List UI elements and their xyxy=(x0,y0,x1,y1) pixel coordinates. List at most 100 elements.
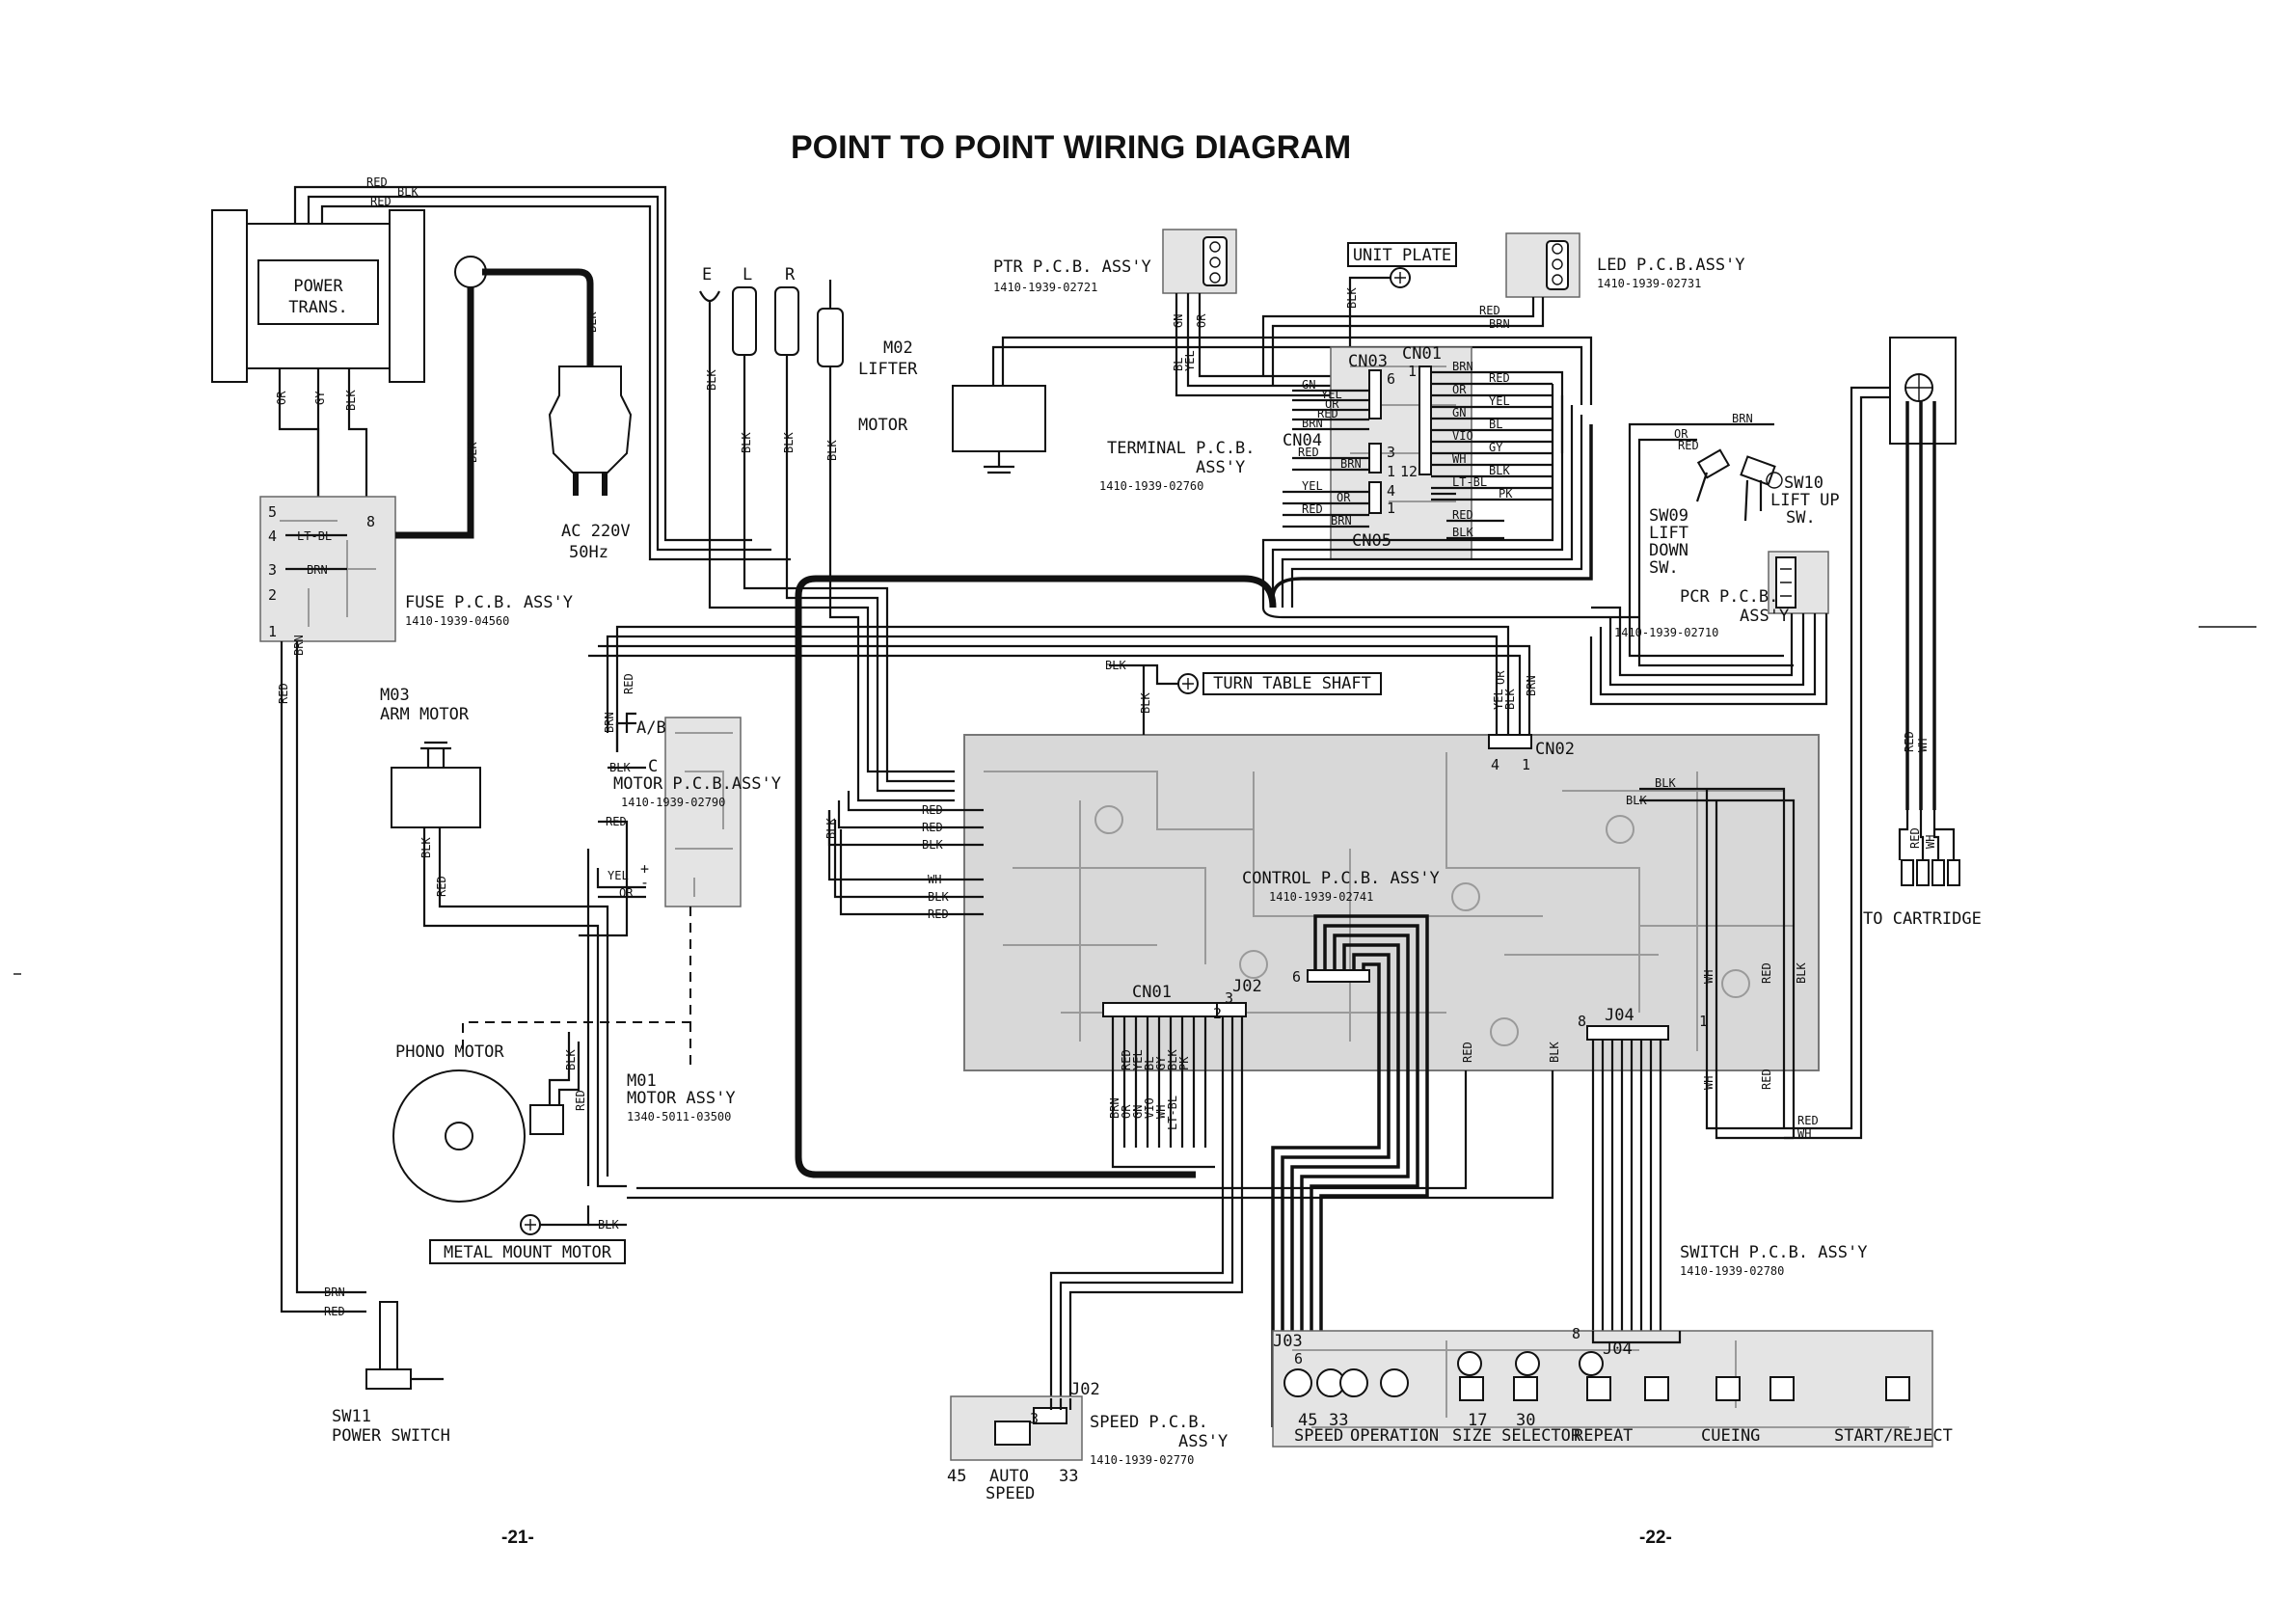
wire-blk-m03: BLK xyxy=(419,837,433,858)
speed-pcb: J02 3 SPEED P.C.B. ASS'Y 1410-1939-02770… xyxy=(947,1380,1228,1503)
wire-or-t: OR xyxy=(1325,397,1339,411)
wire-gn-ptr: GN xyxy=(1172,314,1185,328)
sw09-label-4: SW. xyxy=(1649,558,1679,578)
wire-blk-cn01: BLK xyxy=(1166,1049,1179,1070)
power-trans-label-2: TRANS. xyxy=(288,298,347,317)
switch-pcb-part: 1410-1939-02780 xyxy=(1680,1264,1784,1278)
wire-blk-shaft2: BLK xyxy=(1139,692,1152,714)
wire-red-cn04: RED xyxy=(1298,446,1319,459)
wire-or-mp: OR xyxy=(619,886,634,900)
wire-red-c6: RED xyxy=(928,907,949,921)
wire-or-ptr: OR xyxy=(1195,313,1208,328)
m01-part: 1340-5011-03500 xyxy=(627,1110,731,1123)
wire-red-1: RED xyxy=(366,176,388,189)
m01-motor: M01 MOTOR ASS'Y 1340-5011-03500 xyxy=(627,1071,736,1123)
wire-red-cart2: RED xyxy=(1908,827,1922,849)
wire-red-mp: RED xyxy=(622,673,635,694)
wire-vio-cn01: VIO xyxy=(1143,1097,1156,1119)
pcr-pcb: PCR P.C.B. ASS'Y 1410-1939-02710 xyxy=(1614,551,1829,639)
sw-size-selector: SIZE SELECTOR xyxy=(1452,1426,1581,1446)
wire-red-cn05r: RED xyxy=(1452,508,1473,522)
wire-brn-1: BRN xyxy=(307,563,328,577)
svg-text:4: 4 xyxy=(268,528,277,545)
wire-yel-mp: YEL xyxy=(608,869,629,882)
wire-yel-cn02: YEL xyxy=(1492,689,1505,710)
svg-text:8: 8 xyxy=(1578,1013,1586,1030)
motor-pcb: A/B C MOTOR P.C.B.ASS'Y 1410-1939-02790 … xyxy=(613,717,781,907)
svg-text:3: 3 xyxy=(1030,1410,1039,1427)
svg-text:1: 1 xyxy=(1699,1013,1708,1030)
wire-yel-cn01: YEL xyxy=(1131,1049,1145,1070)
wire-yel-r: YEL xyxy=(1489,394,1510,408)
cn01-term-label: CN01 xyxy=(1402,344,1442,364)
switch-pcb-label: SWITCH P.C.B. ASS'Y xyxy=(1680,1243,1867,1262)
sw-33: 33 xyxy=(1329,1411,1348,1430)
speed-33: 33 xyxy=(1059,1467,1078,1486)
speed-pcb-part: 1410-1939-02770 xyxy=(1090,1453,1194,1467)
svg-text:6: 6 xyxy=(1292,968,1301,986)
metal-mount-motor: METAL MOUNT MOTOR xyxy=(429,1205,626,1264)
sw10-label-2: LIFT UP xyxy=(1770,491,1840,510)
cn02-connector xyxy=(1488,734,1532,749)
wire-brn-t: BRN xyxy=(1302,417,1323,430)
wire-or: OR xyxy=(275,391,288,405)
wire-brn-sw11: BRN xyxy=(324,1286,345,1299)
lift-switches: SW09 LIFT DOWN SW. SW10 LIFT UP SW. xyxy=(1649,448,1840,578)
sw-cueing: CUEING xyxy=(1701,1426,1760,1446)
wire-ltbl-cn01: LT-BL xyxy=(1166,1096,1179,1130)
svg-text:1: 1 xyxy=(268,623,277,640)
wire-wh-cr: WH xyxy=(1702,970,1715,984)
control-pcb-part: 1410-1939-02741 xyxy=(1269,890,1373,904)
wire-red-cart3: RED xyxy=(1797,1114,1819,1127)
wire-wh-cn01: WH xyxy=(1154,1105,1168,1119)
wire-blk-unit: BLK xyxy=(1345,287,1359,309)
wire-bl-ptr: BL xyxy=(1172,358,1185,371)
wire-blk-r: BLK xyxy=(782,432,796,453)
wire-red-led: RED xyxy=(1479,304,1500,317)
j04-control-connector xyxy=(1586,1025,1669,1041)
j02-control-label: J02 xyxy=(1232,977,1262,996)
led-pcb-label: LED P.C.B.ASS'Y xyxy=(1597,256,1745,275)
sw09-label-3: DOWN xyxy=(1649,541,1688,560)
wire-blk-cr3: BLK xyxy=(1795,962,1808,984)
unit-plate-label: UNIT PLATE xyxy=(1353,246,1451,265)
speed-pcb-label-2: ASS'Y xyxy=(1178,1432,1228,1451)
page-number-left: -21- xyxy=(501,1528,534,1548)
wire-wh-c4: WH xyxy=(928,873,941,886)
wire-red-2: RED xyxy=(370,195,392,208)
wire-red-t: RED xyxy=(1317,407,1338,420)
svg-text:-: - xyxy=(640,874,649,891)
wire-blk-mm: BLK xyxy=(598,1218,619,1232)
wire-vio-r: VIO xyxy=(1452,429,1473,443)
svg-text:3: 3 xyxy=(1387,444,1395,461)
wire-or-cn01: OR xyxy=(1120,1104,1133,1119)
svg-text:6: 6 xyxy=(1294,1350,1303,1367)
svg-text:2: 2 xyxy=(1213,1005,1222,1022)
svg-text:8: 8 xyxy=(1572,1325,1580,1342)
wire-gy-r: GY xyxy=(1489,441,1503,454)
sw10-label-3: SW. xyxy=(1786,508,1816,528)
motor-pcb-label: MOTOR P.C.B.ASS'Y xyxy=(613,774,781,794)
m02-label-1: M02 xyxy=(883,338,913,358)
wire-red-ctrl: RED xyxy=(1461,1042,1474,1063)
wire-blk-g: BLK xyxy=(825,440,839,461)
m03-label-2: ARM MOTOR xyxy=(380,705,470,724)
wire-bl-r: BL xyxy=(1489,418,1502,431)
wire-pk-cn01: PK xyxy=(1177,1056,1191,1070)
wire-red-c2: RED xyxy=(922,821,943,834)
wire-pk-r: PK xyxy=(1499,487,1513,501)
motor-pcb-part: 1410-1939-02790 xyxy=(621,796,725,809)
plug-l: L xyxy=(743,265,752,284)
terminal-pcb-part: 1410-1939-02760 xyxy=(1099,479,1203,493)
ptr-pcb: PTR P.C.B. ASS'Y 1410-1939-02721 xyxy=(993,229,1237,294)
turntable-shaft-label: TURN TABLE SHAFT xyxy=(1213,674,1371,693)
wire-brn-led: BRN xyxy=(1489,317,1510,331)
wire-blk-ctrl: BLK xyxy=(1548,1042,1561,1063)
sw09-label-2: LIFT xyxy=(1649,524,1688,543)
power-transformer: POWER TRANS. xyxy=(211,209,425,383)
wire-brn-mp: BRN xyxy=(603,712,616,733)
sw-17: 17 xyxy=(1468,1411,1487,1430)
wire-blk-r2: BLK xyxy=(1489,464,1510,477)
led-pcb: LED P.C.B.ASS'Y 1410-1939-02731 xyxy=(1505,232,1745,298)
wire-blk-ac: BLK xyxy=(585,311,599,333)
